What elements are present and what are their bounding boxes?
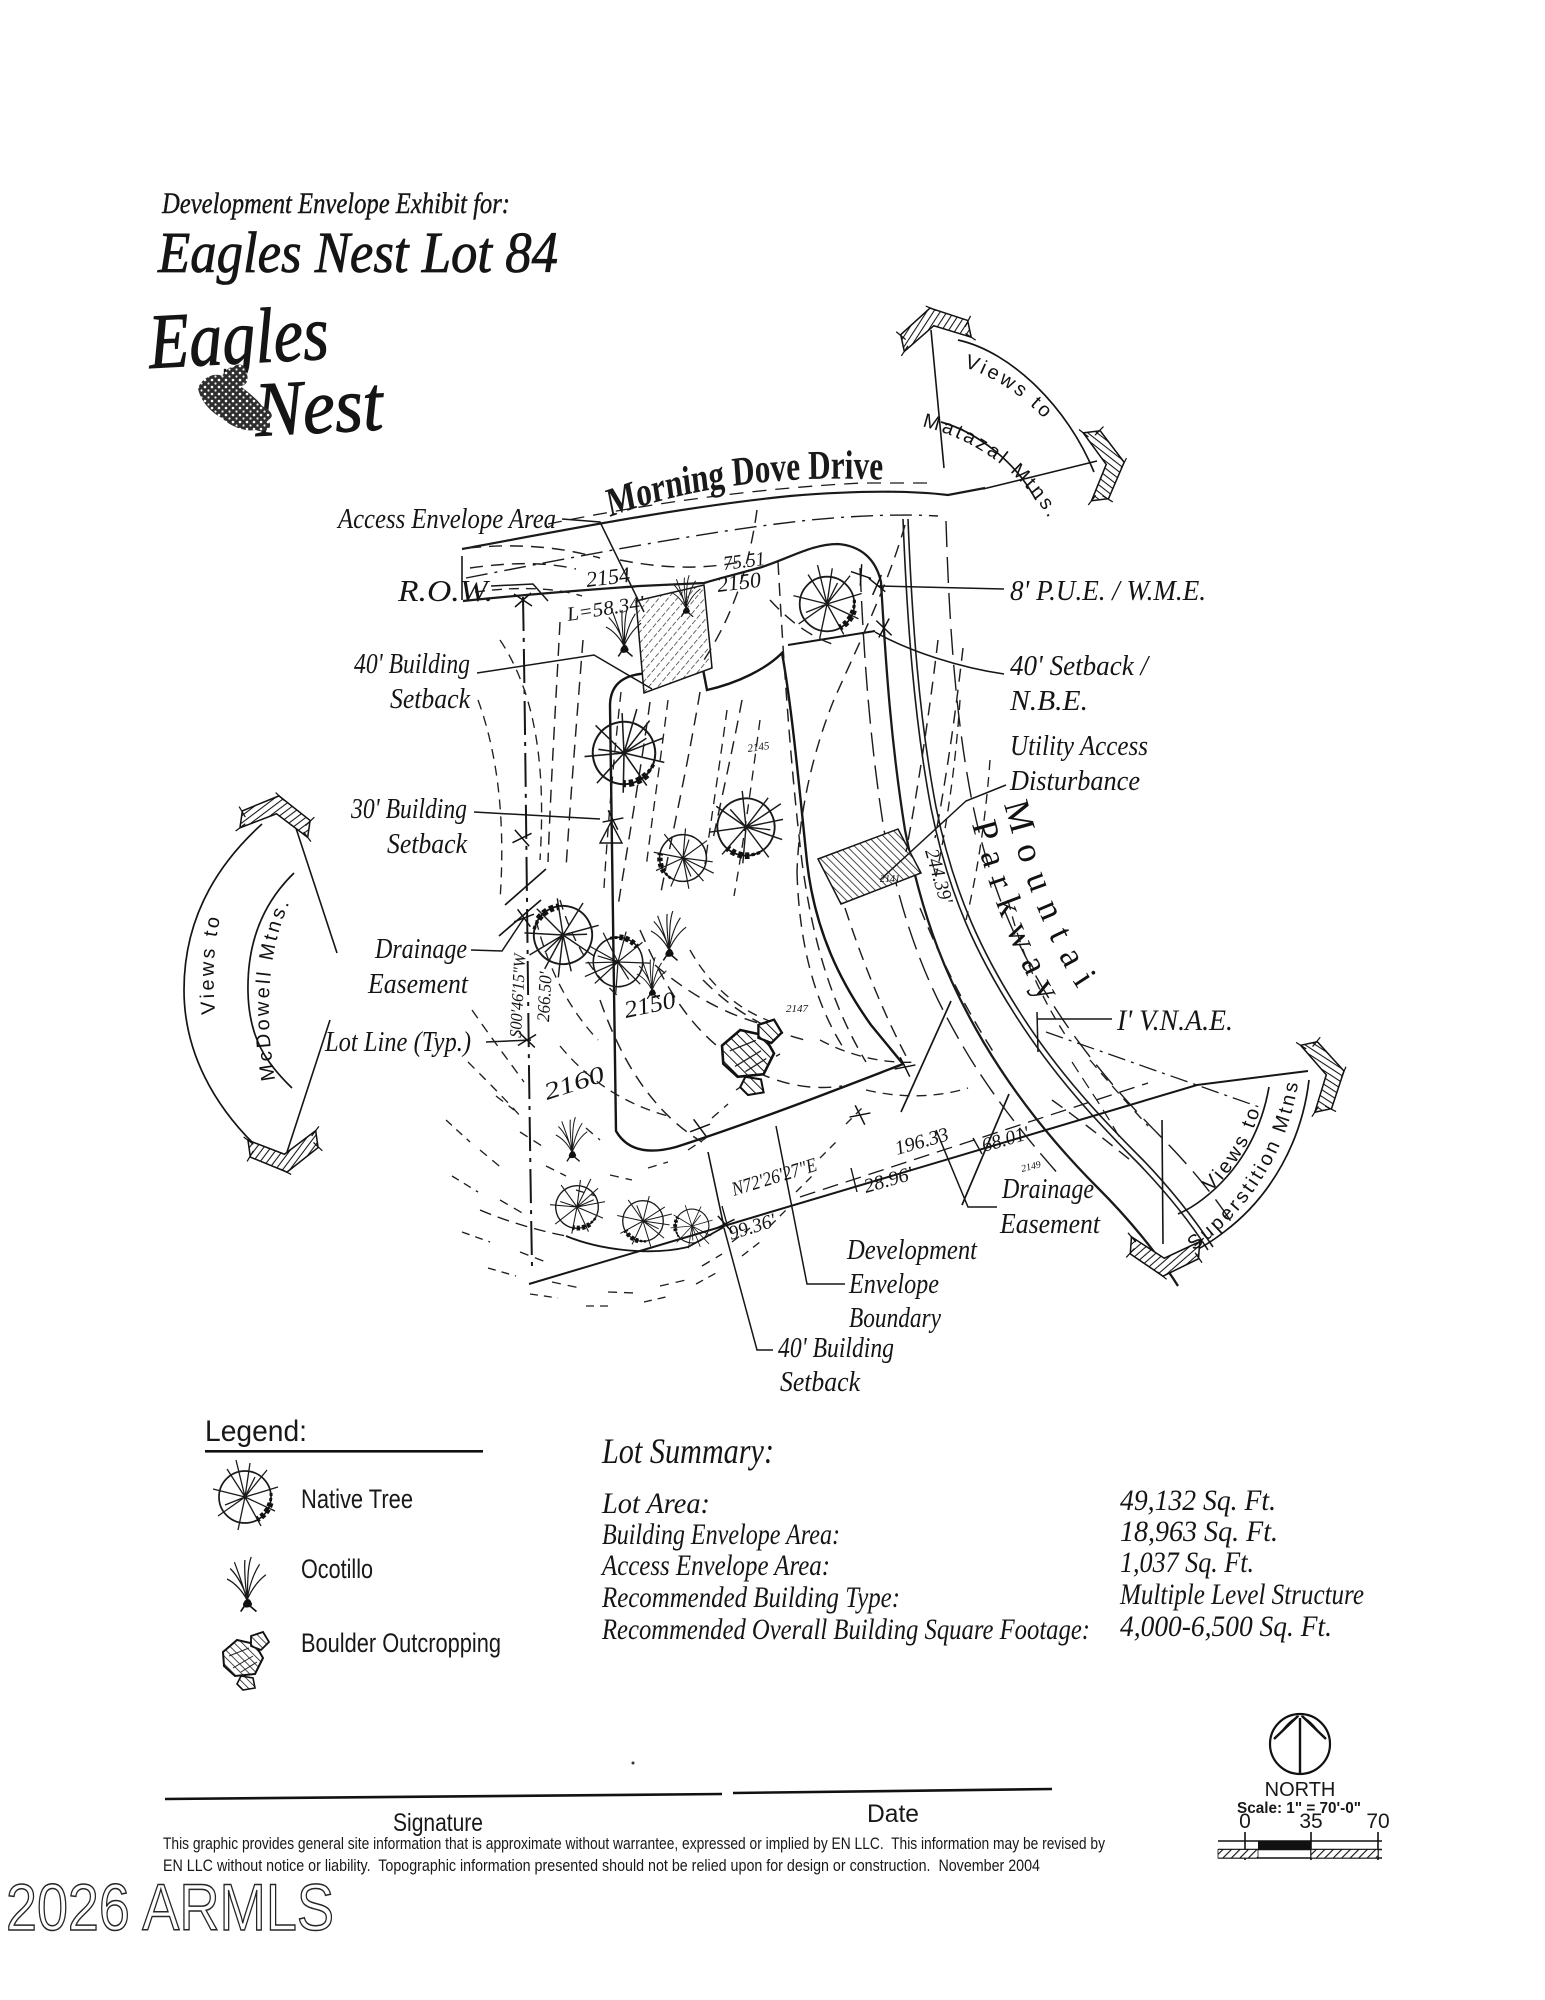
svg-text:40' Setback /: 40' Setback / (1010, 651, 1150, 682)
svg-text:Recommended Building Type:: Recommended Building Type: (601, 1581, 900, 1614)
svg-text:2026 ARMLS: 2026 ARMLS (6, 1870, 334, 1944)
svg-text:S00'46'15"W: S00'46'15"W (506, 952, 529, 1039)
svg-text:This graphic provides general: This graphic provides general site infor… (163, 1834, 1105, 1853)
svg-text:Drainage: Drainage (374, 934, 467, 965)
svg-text:Ocotillo: Ocotillo (301, 1554, 373, 1584)
svg-text:75.51: 75.51 (722, 548, 766, 575)
svg-text:Multiple Level Structure: Multiple Level Structure (1119, 1578, 1364, 1611)
svg-text:Setback: Setback (390, 684, 471, 715)
svg-text:49,132 Sq. Ft.: 49,132 Sq. Ft. (1120, 1484, 1276, 1517)
svg-text:Lot Line (Typ.): Lot Line (Typ.) (324, 1027, 471, 1058)
svg-text:Recommended Overall Building S: Recommended Overall Building Square Foot… (601, 1613, 1090, 1646)
svg-text:2147: 2147 (786, 1003, 809, 1015)
svg-text:N.B.E.: N.B.E. (1009, 686, 1088, 717)
svg-text:266.50': 266.50' (533, 970, 556, 1022)
svg-text:Lot Summary:: Lot Summary: (601, 1431, 774, 1471)
svg-text:40' Building: 40' Building (354, 649, 470, 680)
svg-text:35: 35 (1299, 1810, 1322, 1833)
svg-text:Disturbance: Disturbance (1009, 766, 1140, 797)
svg-text:Drainage: Drainage (1001, 1174, 1094, 1205)
svg-text:Envelope: Envelope (848, 1269, 939, 1300)
svg-text:I' V.N.A.E.: I' V.N.A.E. (1116, 1004, 1233, 1037)
svg-text:70: 70 (1366, 1810, 1389, 1833)
svg-text:0: 0 (1239, 1810, 1251, 1833)
svg-text:40' Building: 40' Building (778, 1333, 894, 1364)
svg-text:R.O.W.: R.O.W. (397, 573, 493, 608)
svg-text:2141: 2141 (880, 874, 900, 885)
svg-text:Legend:: Legend: (205, 1415, 307, 1448)
svg-text:Access Envelope Area: Access Envelope Area (336, 504, 556, 535)
svg-text:4,000-6,500 Sq. Ft.: 4,000-6,500 Sq. Ft. (1120, 1610, 1332, 1643)
svg-text:Eagles: Eagles (145, 289, 330, 385)
svg-text:Boundary: Boundary (849, 1303, 941, 1334)
svg-text:Easement: Easement (367, 969, 469, 1000)
svg-text:Lot Area:: Lot Area: (601, 1487, 710, 1520)
svg-text:Eagles Nest Lot 84: Eagles Nest Lot 84 (157, 220, 558, 285)
svg-text:8' P.U.E. / W.M.E.: 8' P.U.E. / W.M.E. (1010, 576, 1206, 607)
svg-text:Easement: Easement (999, 1209, 1101, 1240)
svg-text:Date: Date (867, 1800, 919, 1828)
svg-text:Signature: Signature (393, 1809, 483, 1837)
svg-text:1,037 Sq. Ft.: 1,037 Sq. Ft. (1120, 1546, 1254, 1579)
svg-text:30' Building: 30' Building (350, 794, 467, 825)
svg-text:Views to: Views to (196, 912, 225, 1015)
svg-text:Development Envelope Exhibit f: Development Envelope Exhibit for: (161, 187, 510, 220)
svg-text:Boulder Outcropping: Boulder Outcropping (301, 1628, 501, 1658)
svg-text:Native Tree: Native Tree (301, 1484, 413, 1514)
svg-text:2150: 2150 (716, 567, 763, 597)
svg-text:Access Envelope Area:: Access Envelope Area: (600, 1549, 830, 1582)
svg-text:2149: 2149 (1020, 1159, 1042, 1175)
svg-text:Utility Access: Utility Access (1010, 731, 1148, 762)
svg-text:2145: 2145 (747, 740, 771, 755)
svg-text:Scale: 1" = 70'-0": Scale: 1" = 70'-0" (1237, 1800, 1361, 1817)
svg-text:EN LLC without notice or liabi: EN LLC without notice or liability. Topo… (163, 1856, 1040, 1875)
svg-text:Building Envelope Area:: Building Envelope Area: (602, 1518, 840, 1551)
svg-text:Setback: Setback (780, 1367, 861, 1398)
svg-text:Setback: Setback (387, 829, 468, 860)
svg-text:NORTH: NORTH (1265, 1779, 1336, 1801)
svg-text:18,963 Sq. Ft.: 18,963 Sq. Ft. (1120, 1515, 1278, 1548)
svg-text:Development: Development (846, 1235, 978, 1266)
svg-text:2154: 2154 (585, 562, 632, 592)
svg-text:Nest: Nest (251, 359, 386, 453)
